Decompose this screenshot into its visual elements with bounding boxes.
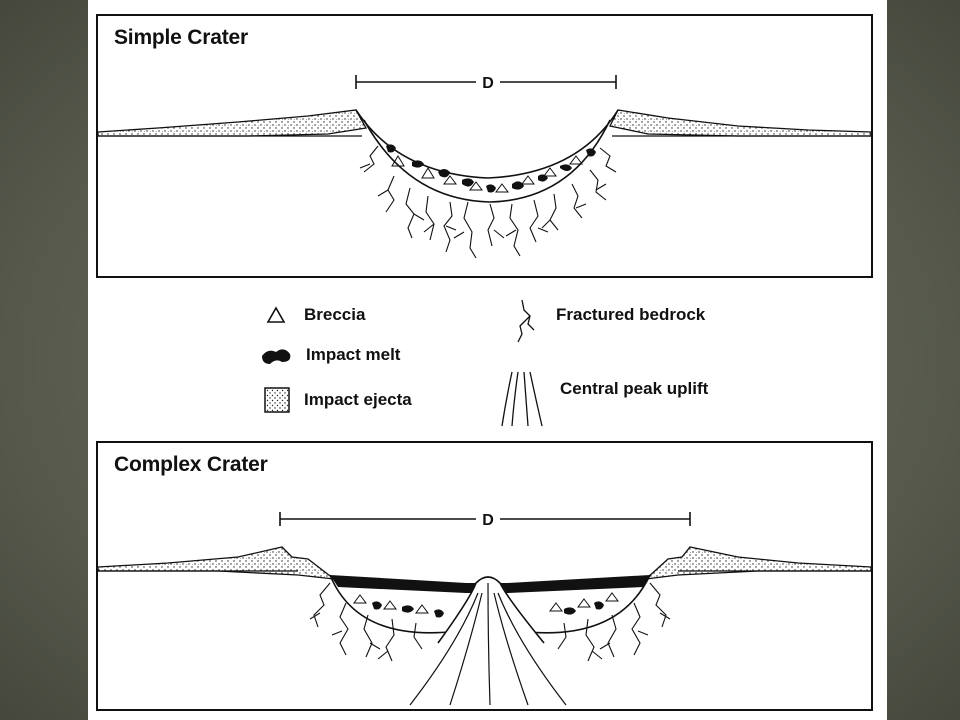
central-peak	[437, 576, 545, 644]
central-peak-uplift-icon	[501, 371, 543, 427]
breccia-lens	[356, 110, 618, 178]
impact-ejecta-right	[644, 546, 871, 580]
diameter-label: D	[482, 75, 494, 92]
diameter-marker: D	[355, 75, 617, 92]
simple-crater-diagram: D	[98, 75, 871, 259]
central-peak-uplift-lines	[409, 582, 567, 706]
breccia-icon	[266, 306, 286, 323]
impact-ejecta-left	[98, 546, 337, 580]
legend-central-peak-uplift: Central peak uplift	[498, 370, 708, 428]
complex-crater-panel: D	[96, 441, 873, 711]
complex-crater-diagram: D	[98, 512, 871, 706]
legend-impact-melt: Impact melt	[260, 345, 400, 365]
fractured-bedrock	[359, 145, 617, 259]
legend-breccia-label: Breccia	[304, 305, 366, 324]
legend-breccia: Breccia	[266, 305, 365, 325]
impact-melt-icon	[262, 349, 291, 364]
fractured-bedrock-icon	[517, 299, 535, 343]
legend-impact-ejecta-label: Impact ejecta	[304, 390, 412, 409]
complex-crater-title: Complex Crater	[114, 453, 268, 476]
figure-sheet: D	[88, 0, 887, 720]
legend-central-peak-uplift-label: Central peak uplift	[560, 379, 709, 398]
impact-melt-fragments	[372, 601, 604, 618]
legend-fractured-bedrock-label: Fractured bedrock	[556, 305, 706, 324]
impact-ejecta-right	[609, 109, 871, 137]
simple-crater-panel: D	[96, 14, 873, 278]
diameter-label: D	[482, 512, 494, 529]
fractured-bedrock	[309, 582, 671, 662]
diameter-marker: D	[279, 512, 691, 529]
breccia-fragments	[391, 155, 583, 193]
legend-impact-ejecta: Impact ejecta	[264, 387, 412, 413]
breccia-fragments	[353, 592, 619, 614]
simple-crater-title: Simple Crater	[114, 26, 248, 49]
impact-ejecta-icon	[264, 387, 290, 413]
legend-impact-melt-label: Impact melt	[306, 345, 401, 364]
impact-melt-fragments	[386, 144, 596, 193]
legend-fractured-bedrock: Fractured bedrock	[512, 298, 705, 346]
impact-ejecta-left	[98, 109, 368, 137]
